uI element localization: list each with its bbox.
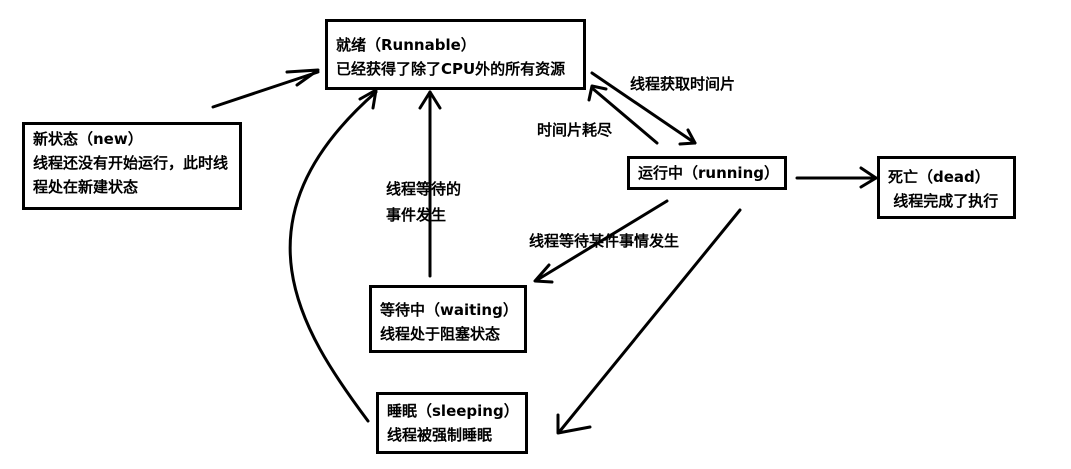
state-waiting-desc: 线程处于阻塞状态 [380,325,501,343]
state-new-desc-2: 程处在新建状态 [33,178,139,196]
arrow-waiting-to-runnable [418,90,442,278]
arrow-running-to-dead [795,166,878,189]
state-dead: 死亡（dead） 线程完成了执行 [877,156,1016,219]
state-dead-title: 死亡（dead） [888,168,990,186]
arrow-running-to-waiting [533,199,669,284]
label-waited-event-line1: 线程等待的 [386,180,462,198]
label-waited-event-line2: 事件发生 [386,206,447,224]
state-waiting: 等待中（waiting） 线程处于阻塞状态 [369,285,527,353]
state-dead-desc: 线程完成了执行 [888,192,999,210]
arrow-runnable-to-running [590,71,697,146]
state-new: 新状态（new） 线程还没有开始运行，此时线 程处在新建状态 [22,122,242,210]
state-waiting-title: 等待中（waiting） [380,301,518,319]
state-sleeping-desc: 线程被强制睡眠 [387,426,493,444]
state-sleeping: 睡眠（sleeping） 线程被强制睡眠 [376,392,528,454]
state-sleeping-title: 睡眠（sleeping） [387,402,519,420]
state-running-title: 运行中（running） [638,164,779,182]
state-runnable-desc: 已经获得了除了CPU外的所有资源 [336,60,566,78]
arrow-running-to-runnable [587,84,659,145]
state-runnable: 就绪（Runnable） 已经获得了除了CPU外的所有资源 [325,19,586,90]
state-new-desc-1: 线程还没有开始运行，此时线 [33,154,229,172]
label-get-timeslice: 线程获取时间片 [630,75,736,93]
state-runnable-title: 就绪（Runnable） [336,36,476,54]
state-running: 运行中（running） [627,156,787,190]
label-wait-event-occurs: 线程等待某件事情发生 [529,232,680,250]
arrow-new-to-runnable [211,68,320,109]
label-timeslice-used-up: 时间片耗尽 [537,121,613,139]
state-new-title: 新状态（new） [33,130,143,148]
arrow-sleeping-to-runnable [288,88,378,423]
arrow-running-to-sleeping [556,208,742,435]
